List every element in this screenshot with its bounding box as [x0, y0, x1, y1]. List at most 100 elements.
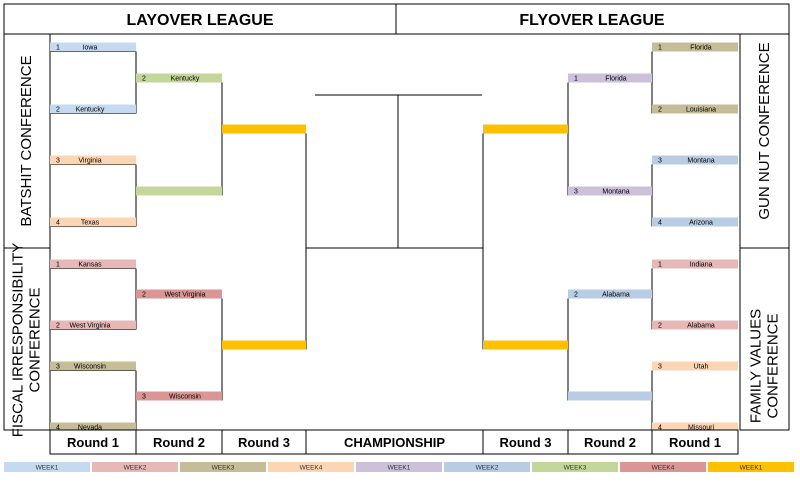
round-label: Round 3 [500, 435, 552, 450]
legend-swatch [444, 462, 530, 472]
bracket-connectors [50, 51, 653, 432]
right-r1-slot-3-fill [652, 155, 738, 165]
right-bottom-conference-label: FAMILY VALUES [747, 309, 764, 423]
right-r1-slot-5-fill [652, 259, 738, 269]
team-name: Alabama [687, 323, 715, 330]
round-label: Round 1 [669, 435, 721, 450]
right-r2-slot-4-fill [568, 391, 652, 401]
left-r3-slot-2-fill [222, 340, 306, 350]
left-r1-slot-3-fill [50, 155, 136, 165]
right-r3-slot-2-fill [483, 340, 568, 350]
legend-swatch [532, 462, 618, 472]
round-label: CHAMPIONSHIP [344, 435, 445, 450]
legend-label: WEEK3 [212, 465, 235, 472]
left-league-header-box [3, 3, 397, 35]
right-top-conference-label: GUN NUT CONFERENCE [756, 42, 773, 219]
seed-number: 2 [56, 107, 60, 114]
seed-number: 3 [142, 394, 146, 401]
header: LAYOVER LEAGUE FLYOVER LEAGUE [3, 3, 790, 35]
left-r1-slot-7-fill [50, 361, 136, 371]
team-name: Utah [694, 364, 709, 371]
seed-number: 4 [56, 220, 60, 227]
right-league-title: FLYOVER LEAGUE [519, 12, 665, 29]
seed-number: 4 [658, 220, 662, 227]
legend-swatch [4, 462, 90, 472]
right-r3-slot-1 [483, 124, 568, 134]
left-r1-slot-8-fill [50, 422, 136, 432]
team-name: Missouri [688, 425, 715, 432]
legend-label: WEEK1 [740, 465, 763, 472]
team-name: Texas [81, 220, 100, 227]
seed-number: 2 [574, 292, 578, 299]
team-name: Florida [690, 45, 712, 52]
seed-number: 2 [658, 323, 662, 330]
legend-swatch [708, 462, 794, 472]
left-league-title: LAYOVER LEAGUE [127, 12, 274, 29]
round-label: Round 3 [238, 435, 290, 450]
right-r2-slot-2-fill [568, 186, 652, 196]
right-r1-slot-2-fill [652, 104, 738, 114]
right-r1-slot-7-fill [652, 361, 738, 371]
left-r1-slot-5-fill [50, 259, 136, 269]
team-name: Kentucky [76, 107, 105, 114]
team-name: Louisiana [686, 107, 716, 114]
team-name: Kentucky [171, 76, 200, 83]
left-bottom-conference-label: CONFERENCE [26, 287, 43, 392]
legend-label: WEEK1 [36, 465, 59, 472]
left-r3-slot-1-fill [222, 124, 306, 134]
right-r1-slot-2: 2 Louisiana [652, 104, 738, 114]
right-r3-slot-1-fill [483, 124, 568, 134]
left-r2-slot-3-fill [136, 289, 222, 299]
left-r1-slot-4-fill [50, 217, 136, 227]
team-name: West Virginia [70, 323, 111, 330]
left-r1-slot-2: 2 Kentucky [50, 104, 136, 114]
seed-number: 1 [658, 262, 662, 269]
team-name: Iowa [83, 45, 98, 52]
seed-number: 1 [56, 262, 60, 269]
left-r1-slot-2-fill [50, 104, 136, 114]
seed-number: 1 [56, 45, 60, 52]
left-r2-slot-4-fill [136, 391, 222, 401]
legend-label: WEEK2 [476, 465, 499, 472]
seed-number: 3 [56, 364, 60, 371]
left-r3-slot-1 [222, 124, 306, 134]
team-name: Wisconsin [169, 394, 201, 401]
seed-number: 4 [56, 425, 60, 432]
legend-label: WEEK2 [124, 465, 147, 472]
seed-number: 4 [658, 425, 662, 432]
left-top-conference-box [3, 33, 51, 249]
team-name: Wisconsin [74, 364, 106, 371]
left-r1-slot-4: 4 Texas [50, 217, 136, 227]
left-r1-slot-6-fill [50, 320, 136, 330]
right-bottom-conference-label: CONFERENCE [764, 313, 781, 418]
right-r2-slot-4 [568, 391, 652, 401]
round-label: Round 1 [67, 435, 119, 450]
team-name: West Virginia [165, 292, 206, 299]
legend-swatch [92, 462, 178, 472]
seed-number: 1 [658, 45, 662, 52]
left-r2-slot-1-fill [136, 73, 222, 83]
seed-number: 2 [56, 323, 60, 330]
legend-label: WEEK3 [564, 465, 587, 472]
left-r2-slot-2 [136, 186, 222, 196]
left-r1-slot-1-fill [50, 42, 136, 52]
right-r1-slot-8-fill [652, 422, 738, 432]
right-r2-slot-1-fill [568, 73, 652, 83]
seed-number: 3 [56, 158, 60, 165]
legend-swatch [620, 462, 706, 472]
legend-label: WEEK1 [388, 465, 411, 472]
left-r3-slot-2 [222, 340, 306, 350]
round-footer-box [49, 429, 739, 455]
team-name: Nevada [78, 425, 102, 432]
team-name: Florida [605, 76, 627, 83]
seed-number: 2 [658, 107, 662, 114]
